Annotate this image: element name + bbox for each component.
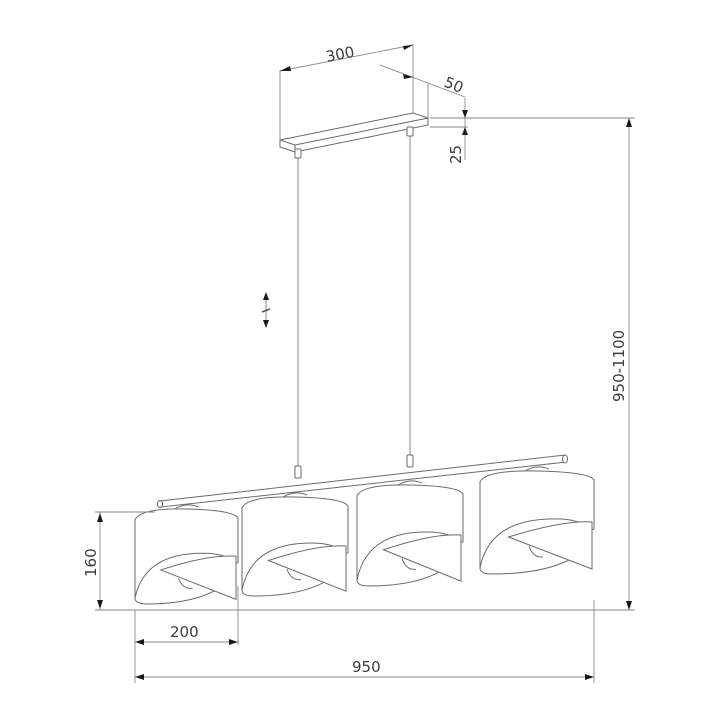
light-rod (157, 454, 568, 508)
shade-mount (174, 504, 199, 510)
shade-flap (267, 545, 347, 592)
dimension-total-length: 950 (135, 600, 595, 683)
dimension-canopy-length: 300 (279, 43, 414, 140)
label-total-height: 950-1100 (610, 330, 628, 402)
lamp-shade (356, 480, 464, 587)
ceiling-canopy (279, 112, 429, 159)
bulb (286, 568, 302, 581)
shade-mount (397, 480, 423, 486)
lamp-shade (479, 466, 595, 575)
label-canopy-height: 25 (447, 145, 465, 164)
bulb (178, 578, 193, 589)
dimension-total-height: 950-1100 (440, 117, 635, 611)
label-total-length: 950 (352, 658, 381, 676)
shade-mount (524, 466, 550, 472)
label-canopy-width: 50 (442, 73, 466, 97)
dimension-shade-diameter: 200 (134, 586, 239, 683)
label-shade-diameter: 200 (170, 623, 199, 641)
bulb (528, 545, 544, 558)
shade-flap (382, 534, 462, 582)
bulb (401, 558, 417, 570)
label-shade-height: 160 (82, 548, 100, 577)
label-canopy-length: 300 (324, 43, 356, 66)
lamp-shade (134, 504, 239, 605)
dimension-canopy-height: 25 (430, 98, 490, 164)
lamp-shade (241, 492, 349, 597)
dimension-canopy-width: 50 (379, 64, 466, 118)
shade-mount (282, 492, 308, 498)
shade-flap (159, 555, 237, 601)
adjustable-height-icon (261, 292, 271, 328)
shade-flap (506, 521, 593, 570)
dimension-shade-height: 160 (82, 511, 440, 611)
